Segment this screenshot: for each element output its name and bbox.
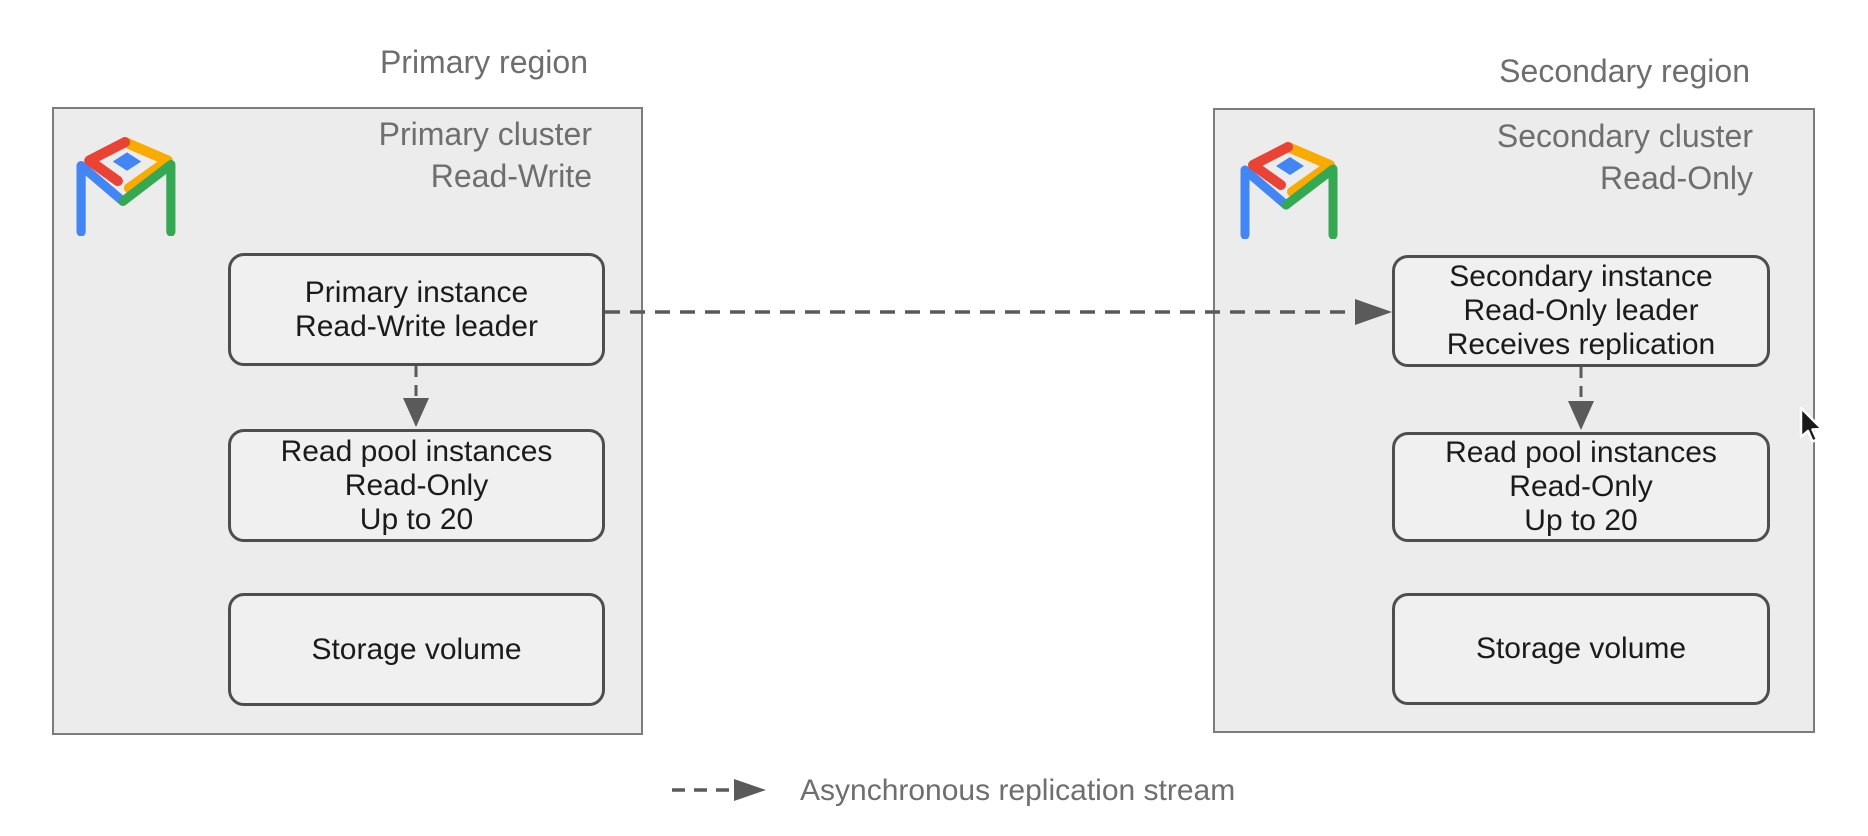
primary-read-pool-line2: Read-Only bbox=[344, 468, 489, 502]
primary-read-pool-line1: Read pool instances bbox=[280, 434, 553, 468]
secondary-instance-line1: Secondary instance bbox=[1449, 260, 1713, 293]
secondary-read-pool-line2: Read-Only bbox=[1509, 470, 1653, 503]
primary-region-title: Primary region bbox=[379, 44, 588, 80]
legend-dashed-arrow-icon bbox=[672, 779, 766, 801]
secondary-cluster-title-line2: Read-Only bbox=[1600, 160, 1753, 196]
primary-cluster-title-line1: Primary cluster bbox=[378, 116, 592, 152]
primary-instance-line1: Primary instance bbox=[304, 275, 529, 309]
alloydb-icon bbox=[1240, 142, 1338, 239]
replication-dashed-arrow bbox=[605, 299, 1392, 325]
primary-instance-line2: Read-Write leader bbox=[295, 309, 538, 343]
secondary-storage-label: Storage volume bbox=[1475, 632, 1687, 665]
secondary-instance-box: Secondary instance Read-Only leader Rece… bbox=[1392, 255, 1770, 367]
secondary-cluster-title-line1: Secondary cluster bbox=[1496, 118, 1753, 154]
secondary-region-title: Secondary region bbox=[1499, 53, 1750, 89]
secondary-cluster-title: Secondary cluster Read-Only bbox=[1497, 115, 1753, 199]
primary-instance-box: Primary instance Read-Write leader bbox=[228, 253, 605, 366]
secondary-read-pool-box: Read pool instances Read-Only Up to 20 bbox=[1392, 432, 1770, 542]
primary-read-pool-line3: Up to 20 bbox=[359, 502, 474, 536]
secondary-instance-line3: Receives replication bbox=[1446, 328, 1716, 361]
primary-storage-label: Storage volume bbox=[311, 632, 522, 666]
secondary-storage-box: Storage volume bbox=[1392, 593, 1770, 705]
secondary-read-pool-line3: Up to 20 bbox=[1524, 504, 1638, 537]
secondary-instance-line2: Read-Only leader bbox=[1463, 294, 1699, 327]
legend-label: Asynchronous replication stream bbox=[800, 774, 1236, 807]
primary-cluster-title: Primary cluster Read-Write bbox=[379, 113, 592, 197]
mouse-pointer-icon bbox=[1799, 406, 1824, 443]
secondary-read-pool-line1: Read pool instances bbox=[1445, 436, 1717, 469]
secondary-down-dashed-arrow bbox=[1568, 367, 1594, 430]
primary-down-dashed-arrow bbox=[403, 366, 429, 427]
alloydb-icon bbox=[76, 137, 176, 236]
primary-storage-box: Storage volume bbox=[228, 593, 605, 706]
primary-read-pool-box: Read pool instances Read-Only Up to 20 bbox=[228, 429, 605, 542]
primary-cluster-title-line2: Read-Write bbox=[430, 158, 592, 194]
